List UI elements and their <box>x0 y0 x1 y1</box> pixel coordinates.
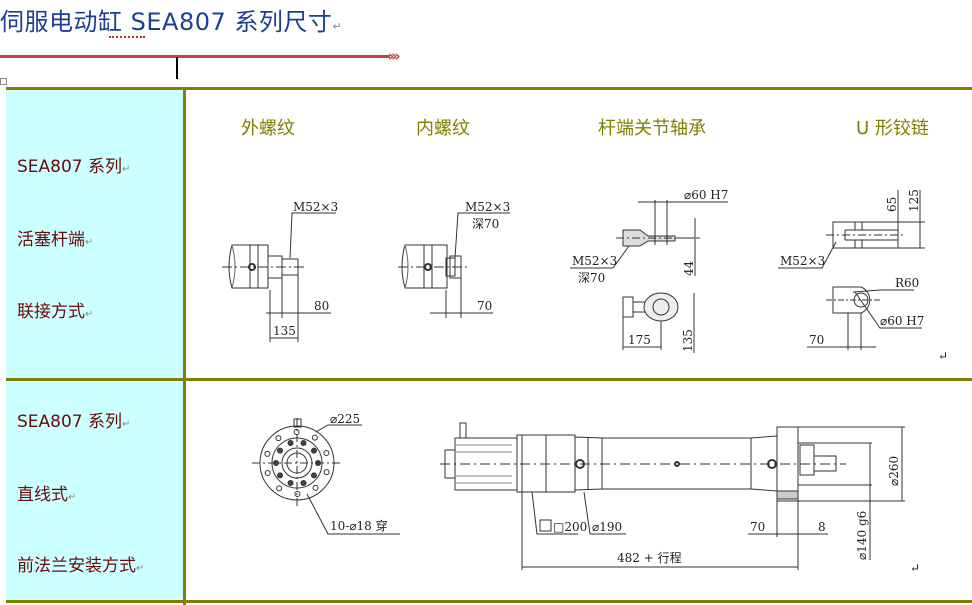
svg-text:⌀260: ⌀260 <box>887 456 901 486</box>
inner-bolt-hole <box>300 479 307 486</box>
inner-bolt-hole <box>300 440 307 447</box>
row1-label-series: SEA807 系列↵ <box>17 157 131 177</box>
svg-text:↵: ↵ <box>938 349 948 363</box>
label-cell-row2 <box>6 382 183 601</box>
table-border-top <box>6 87 972 90</box>
svg-text:深70: 深70 <box>472 217 499 231</box>
drawing-flange-front: ⌀225 10-⌀18 穿 <box>252 412 400 535</box>
svg-text:M52×3: M52×3 <box>465 200 510 214</box>
svg-text:M52×3: M52×3 <box>293 200 338 214</box>
svg-text:482 + 行程: 482 + 行程 <box>617 550 682 565</box>
svg-text:175: 175 <box>628 333 651 347</box>
bolt-hole <box>294 490 301 497</box>
drawing-rod-end-bearing: ⌀60 H7 44 M52×3 深70 175 135 <box>570 188 728 353</box>
bolt-hole <box>275 435 282 442</box>
row1-label-connection: 联接方式↵ <box>17 302 94 322</box>
bolt-hole <box>264 450 271 457</box>
bolt-hole <box>323 450 330 457</box>
svg-text:⌀60 H7: ⌀60 H7 <box>880 314 924 328</box>
svg-text:65: 65 <box>885 197 899 212</box>
svg-text:⌀60 H7: ⌀60 H7 <box>684 188 728 202</box>
header-u-clevis: U 形铰链 <box>856 118 929 139</box>
svg-text:125: 125 <box>907 189 921 212</box>
svg-text:70: 70 <box>477 299 492 313</box>
svg-text:□200: □200 <box>553 520 587 534</box>
svg-text:80: 80 <box>314 299 329 313</box>
bolt-hole <box>323 469 330 476</box>
svg-text:⌀140 g6: ⌀140 g6 <box>855 511 869 560</box>
table-move-handle[interactable] <box>0 78 7 85</box>
row2-label-front-flange: 前法兰安装方式↵ <box>17 556 145 576</box>
drawing-u-clevis: 65 125 M52×3 R60 ⌀60 H7 70 ↵ <box>778 189 948 363</box>
paragraph-mark: ↵ <box>332 20 343 33</box>
inner-bolt-hole <box>277 472 284 479</box>
bolt-hole <box>311 434 318 441</box>
drawing-inner-thread: M52×3 深70 70 <box>398 200 510 318</box>
drawing-side-view: ⌀260 ⌀140 g6 □200 ⌀190 70 8 482 + 行程 ↵ <box>440 422 920 575</box>
svg-text:深70: 深70 <box>578 271 605 285</box>
svg-text:70: 70 <box>750 520 765 534</box>
row2-label-series: SEA807 系列↵ <box>17 412 131 432</box>
document-title: 伺服电动缸 SEA807 系列尺寸↵ <box>0 2 342 37</box>
drawing-outer-thread: M52×3 80 135 <box>222 200 338 342</box>
inner-bolt-hole <box>287 440 294 447</box>
table-border-bottom <box>6 600 972 603</box>
table-border-column <box>183 87 186 605</box>
bolt-hole <box>276 485 283 492</box>
bolt-hole <box>312 484 319 491</box>
inner-bolt-hole <box>287 479 294 486</box>
title-text: 伺服电动缸 SEA807 系列尺寸 <box>0 8 333 36</box>
row2-label-inline: 直线式↵ <box>17 485 77 505</box>
svg-text:M52×3: M52×3 <box>572 254 617 268</box>
rule-arrows-icon: ››› <box>388 47 400 65</box>
inner-bolt-hole <box>310 447 317 454</box>
svg-text:8: 8 <box>818 520 826 534</box>
svg-text:⌀225: ⌀225 <box>330 412 360 426</box>
header-inner-thread: 内螺纹 <box>416 118 470 139</box>
inner-bolt-hole <box>277 447 284 454</box>
row1-label-rod-end: 活塞杆端↵ <box>17 230 94 250</box>
header-outer-thread: 外螺纹 <box>241 118 295 139</box>
inner-bolt-hole <box>310 472 317 479</box>
svg-text:⌀190: ⌀190 <box>592 520 622 534</box>
svg-text:↵: ↵ <box>910 561 920 575</box>
table-border-row <box>6 378 972 381</box>
svg-text:R60: R60 <box>895 276 919 290</box>
svg-text:135: 135 <box>681 329 695 352</box>
label-cell-row1 <box>6 90 183 379</box>
header-rod-end-bearing: 杆端关节轴承 <box>598 118 706 139</box>
svg-text:10-⌀18 穿: 10-⌀18 穿 <box>330 518 388 533</box>
svg-text:M52×3: M52×3 <box>780 254 825 268</box>
svg-text:70: 70 <box>809 333 824 347</box>
svg-text:135: 135 <box>273 324 296 338</box>
decorative-rule <box>0 55 390 58</box>
svg-text:44: 44 <box>682 260 696 276</box>
spellcheck-underline <box>109 33 145 38</box>
text-cursor <box>176 57 178 79</box>
bolt-hole <box>264 469 271 476</box>
